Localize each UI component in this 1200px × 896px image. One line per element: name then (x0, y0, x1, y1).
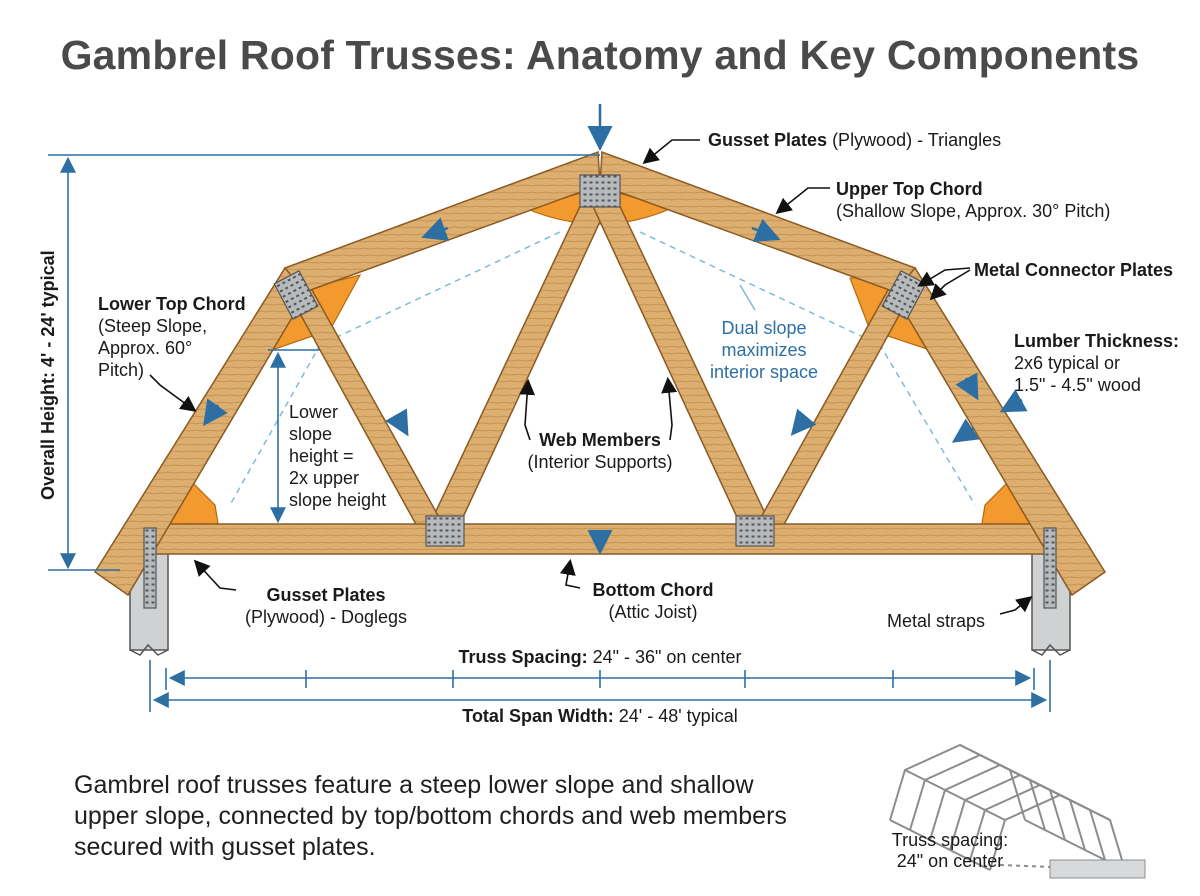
overall-height-dimension (48, 154, 600, 571)
mini-truss-sill (1049, 859, 1146, 879)
dual-slope-label: Dual slope maximizes interior space (709, 318, 819, 382)
total-span-label: Total Span Width: 24' - 48' typical (462, 706, 738, 726)
load-arrows (203, 104, 1028, 555)
lower-top-chord-label: Lower Top Chord (Steep Slope, Approx. 60… (98, 294, 246, 380)
gusset-doglegs-label: Gusset Plates (Plywood) - Doglegs (244, 585, 408, 627)
gusset-triangles-label: Gusset Plates (Plywood) - Triangles (708, 130, 1002, 150)
lumber-thickness-label: Lumber Thickness: 2x6 typical or 1.5" - … (1014, 331, 1180, 395)
leader-lines (149, 139, 1033, 615)
lower-slope-height-label: Lower slope height = 2x upper slope heig… (289, 402, 387, 510)
overall-height-label: Overall Height: 4' - 24' typical (38, 250, 58, 500)
mini-caption: Truss spacing: 24" on center (891, 830, 1009, 871)
web-members-label: Web Members (Interior Supports) (527, 430, 673, 472)
mini-truss-illustration (889, 743, 1131, 871)
dual-slope-leader (739, 284, 756, 311)
truss-spacing-dimension (165, 668, 1035, 690)
bottom-chord-label: Bottom Chord (Attic Joist) (592, 580, 714, 622)
metal-connector-label: Metal Connector Plates (974, 260, 1174, 280)
page-title: Gambrel Roof Trusses: Anatomy and Key Co… (60, 32, 1140, 78)
total-span-dimension (149, 660, 1051, 712)
upper-top-chord-label: Upper Top Chord (Shallow Slope, Approx. … (836, 179, 1111, 221)
lower-slope-height-dimension (268, 349, 320, 524)
metal-straps-label: Metal straps (887, 611, 986, 631)
web-members (285, 199, 915, 529)
truss-spacing-label: Truss Spacing: 24" - 36" on center (458, 647, 742, 667)
caption: Gambrel roof trusses feature a steep low… (74, 771, 787, 861)
metal-connector-plates (143, 174, 1057, 609)
